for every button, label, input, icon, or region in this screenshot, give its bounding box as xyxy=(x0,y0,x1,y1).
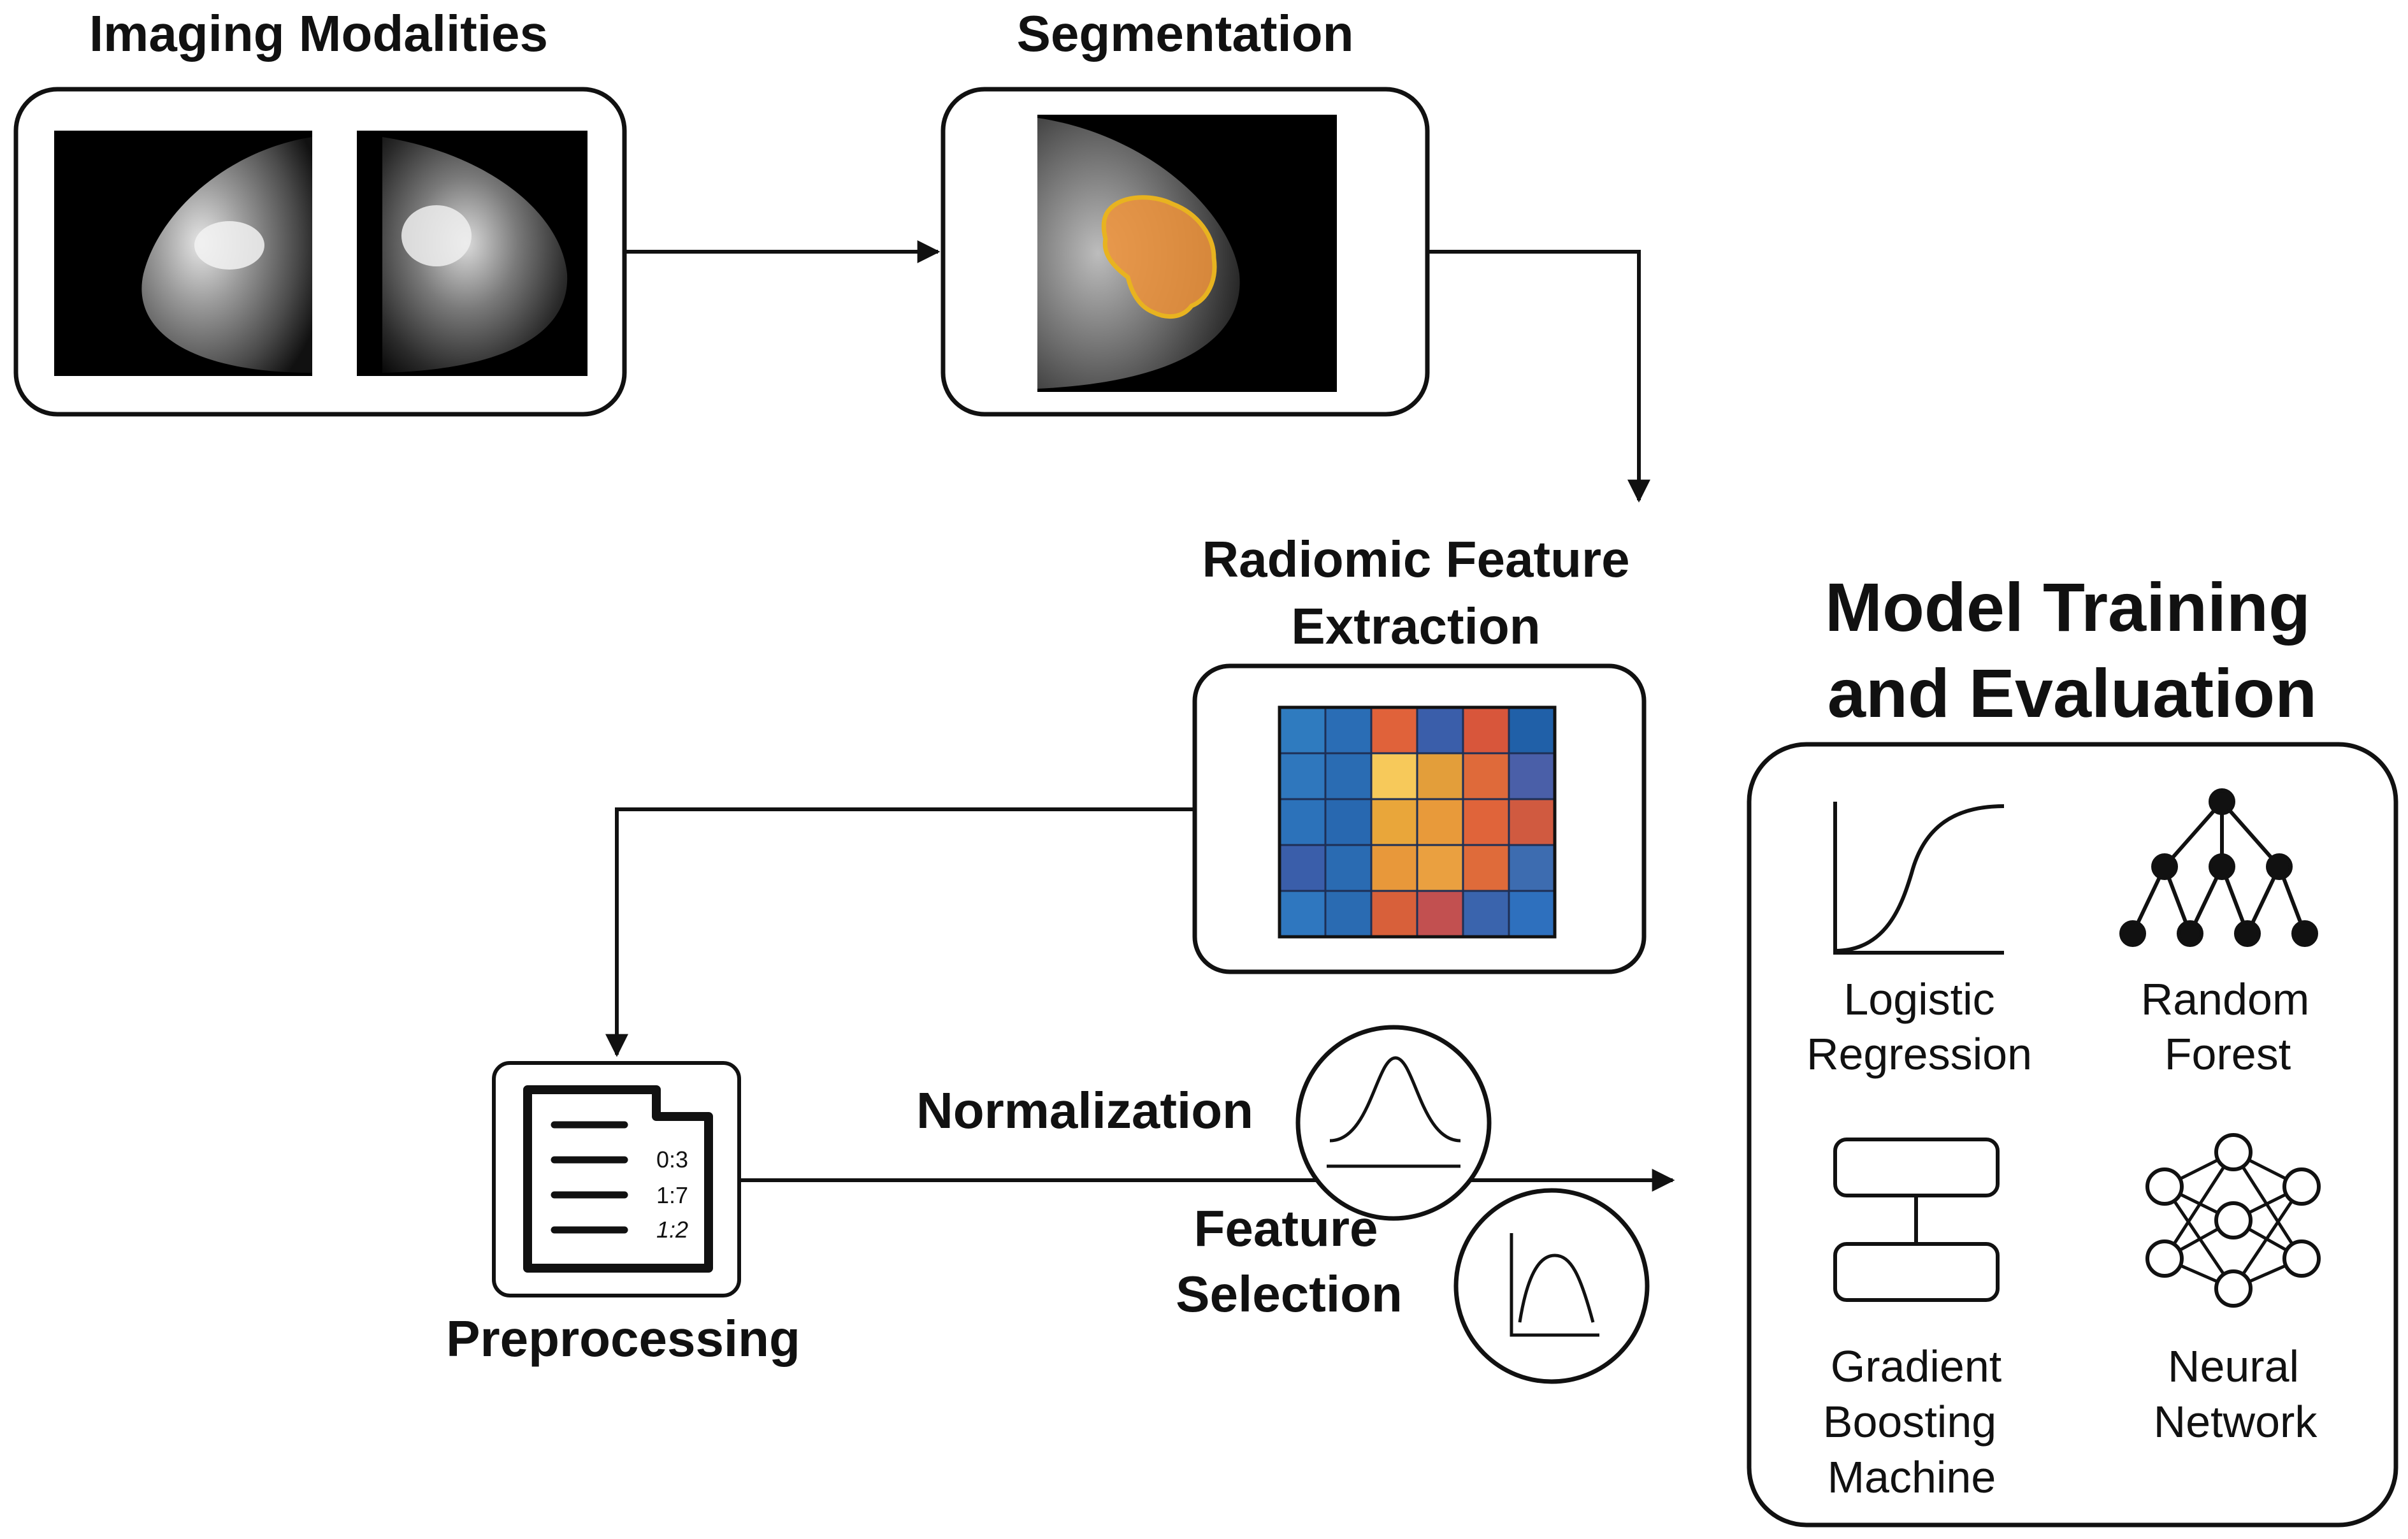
normalization-step: Normalization xyxy=(916,1025,1492,1221)
heatmap-cell xyxy=(1324,844,1373,892)
heatmap-cell xyxy=(1324,752,1373,800)
segmentation-stage: Segmentation xyxy=(941,5,1430,417)
tree-icon xyxy=(2119,788,2318,947)
neural-network-icon xyxy=(2145,1133,2321,1308)
arrow-radiomic-to-preprocessing xyxy=(605,807,1195,1057)
heatmap-cell xyxy=(1278,890,1327,938)
network-node xyxy=(2214,1133,2253,1171)
network-node xyxy=(2282,1239,2321,1278)
heatmap-cell xyxy=(1508,706,1556,755)
network-edge xyxy=(2163,1151,2235,1260)
network-node xyxy=(2214,1269,2253,1308)
logistic-regression-label-line2: Regression xyxy=(1806,1029,2032,1079)
heatmap-cell xyxy=(1324,798,1373,846)
ratio-value-2: 1:7 xyxy=(656,1182,688,1208)
imaging-modalities-title: Imaging Modalities xyxy=(89,5,548,62)
model-training-box xyxy=(1747,742,2398,1528)
normalization-label: Normalization xyxy=(916,1082,1253,1139)
network-edge xyxy=(2231,1185,2303,1290)
feature-heatmap xyxy=(1278,705,1557,939)
model-title-line1: Model Training xyxy=(1825,568,2311,646)
heatmap-cell xyxy=(1416,706,1464,755)
bell-curve-icon xyxy=(1327,1056,1461,1168)
neural-network-label-line1: Neural xyxy=(2168,1341,2299,1391)
heatmap-cell xyxy=(1324,890,1373,938)
heatmap-cell xyxy=(1416,844,1464,892)
network-edge xyxy=(2163,1185,2235,1290)
document-lines xyxy=(551,1121,628,1234)
heatmap-cell xyxy=(1416,752,1464,800)
gradient-boosting-model: Gradient Boosting Machine xyxy=(1823,1138,2001,1502)
heatmap-cell xyxy=(1462,844,1510,892)
preprocessing-stage: 0:3 1:7 1:2 Preprocessing xyxy=(446,1061,800,1367)
flow-arrows xyxy=(605,240,1675,1192)
boosting-blocks-icon xyxy=(1833,1138,2000,1302)
mammogram-image-left xyxy=(54,131,313,376)
heatmap-cell xyxy=(1370,890,1418,938)
random-forest-label-line1: Random xyxy=(2141,974,2310,1024)
heatmap-cell xyxy=(1370,752,1418,800)
arrow-segmentation-to-radiomic xyxy=(1427,250,1650,503)
heatmap-cell xyxy=(1462,752,1510,800)
logistic-regression-label-line1: Logistic xyxy=(1843,974,1994,1024)
document-icon xyxy=(523,1085,713,1273)
heatmap-cell xyxy=(1508,798,1556,846)
network-node xyxy=(2214,1201,2253,1239)
segmented-mammogram-image xyxy=(1037,115,1337,392)
heatmap-cell xyxy=(1370,706,1418,755)
model-training-stage: Model Training and Evaluation Logistic R… xyxy=(1747,568,2398,1528)
ratio-value-3: 1:2 xyxy=(656,1217,688,1243)
heatmap-cell xyxy=(1508,890,1556,938)
imaging-modalities-stage: Imaging Modalities xyxy=(13,5,627,417)
logistic-regression-model: Logistic Regression xyxy=(1806,802,2032,1079)
network-edge xyxy=(2231,1151,2303,1260)
heatmap-cell xyxy=(1370,844,1418,892)
neural-network-label-line2: Network xyxy=(2154,1397,2318,1447)
gradient-boosting-label-line2: Boosting xyxy=(1823,1397,1996,1447)
heatmap-cell xyxy=(1508,752,1556,800)
heatmap-cell xyxy=(1370,798,1418,846)
heatmap-cell xyxy=(1324,706,1373,755)
tumor-segmentation-mask xyxy=(1101,195,1217,319)
model-title-line2: and Evaluation xyxy=(1828,654,2317,732)
feature-selection-circle xyxy=(1453,1188,1650,1384)
network-node xyxy=(2282,1167,2321,1206)
random-forest-model: Random Forest xyxy=(2119,788,2318,1079)
feature-selection-label-line1: Feature xyxy=(1194,1200,1378,1257)
feature-selection-label-line2: Selection xyxy=(1176,1266,1402,1322)
heatmap-cell xyxy=(1462,798,1510,846)
radiomic-title-line1: Radiomic Feature xyxy=(1202,531,1629,588)
network-node xyxy=(2145,1239,2184,1278)
heatmap-cell xyxy=(1278,752,1327,800)
heatmap-cell xyxy=(1416,890,1464,938)
heatmap-cell xyxy=(1278,844,1327,892)
mammogram-image-right xyxy=(357,131,588,376)
gradient-boosting-label-line3: Machine xyxy=(1828,1452,1996,1502)
feature-selection-step: Feature Selection xyxy=(1176,1188,1650,1384)
network-node xyxy=(2145,1167,2184,1206)
random-forest-label-line2: Forest xyxy=(2165,1029,2291,1079)
selection-curve-icon xyxy=(1510,1233,1599,1337)
gradient-boosting-label-line1: Gradient xyxy=(1831,1341,2001,1391)
heatmap-cell xyxy=(1278,798,1327,846)
heatmap-cell xyxy=(1508,844,1556,892)
normalization-circle xyxy=(1295,1025,1492,1221)
ratio-value-1: 0:3 xyxy=(656,1146,688,1173)
heatmap-cell xyxy=(1278,706,1327,755)
heatmap-border xyxy=(1278,705,1557,939)
sigmoid-curve-icon xyxy=(1833,802,2005,955)
neural-network-model: Neural Network xyxy=(2145,1133,2321,1447)
heatmap-cell xyxy=(1416,798,1464,846)
heatmap-cell xyxy=(1462,890,1510,938)
preprocessing-title: Preprocessing xyxy=(446,1310,800,1367)
radiomic-title-line2: Extraction xyxy=(1291,598,1540,654)
segmentation-title: Segmentation xyxy=(1017,5,1354,62)
radiomic-feature-extraction-stage: Radiomic Feature Extraction xyxy=(1192,531,1647,974)
heatmap-cell xyxy=(1462,706,1510,755)
